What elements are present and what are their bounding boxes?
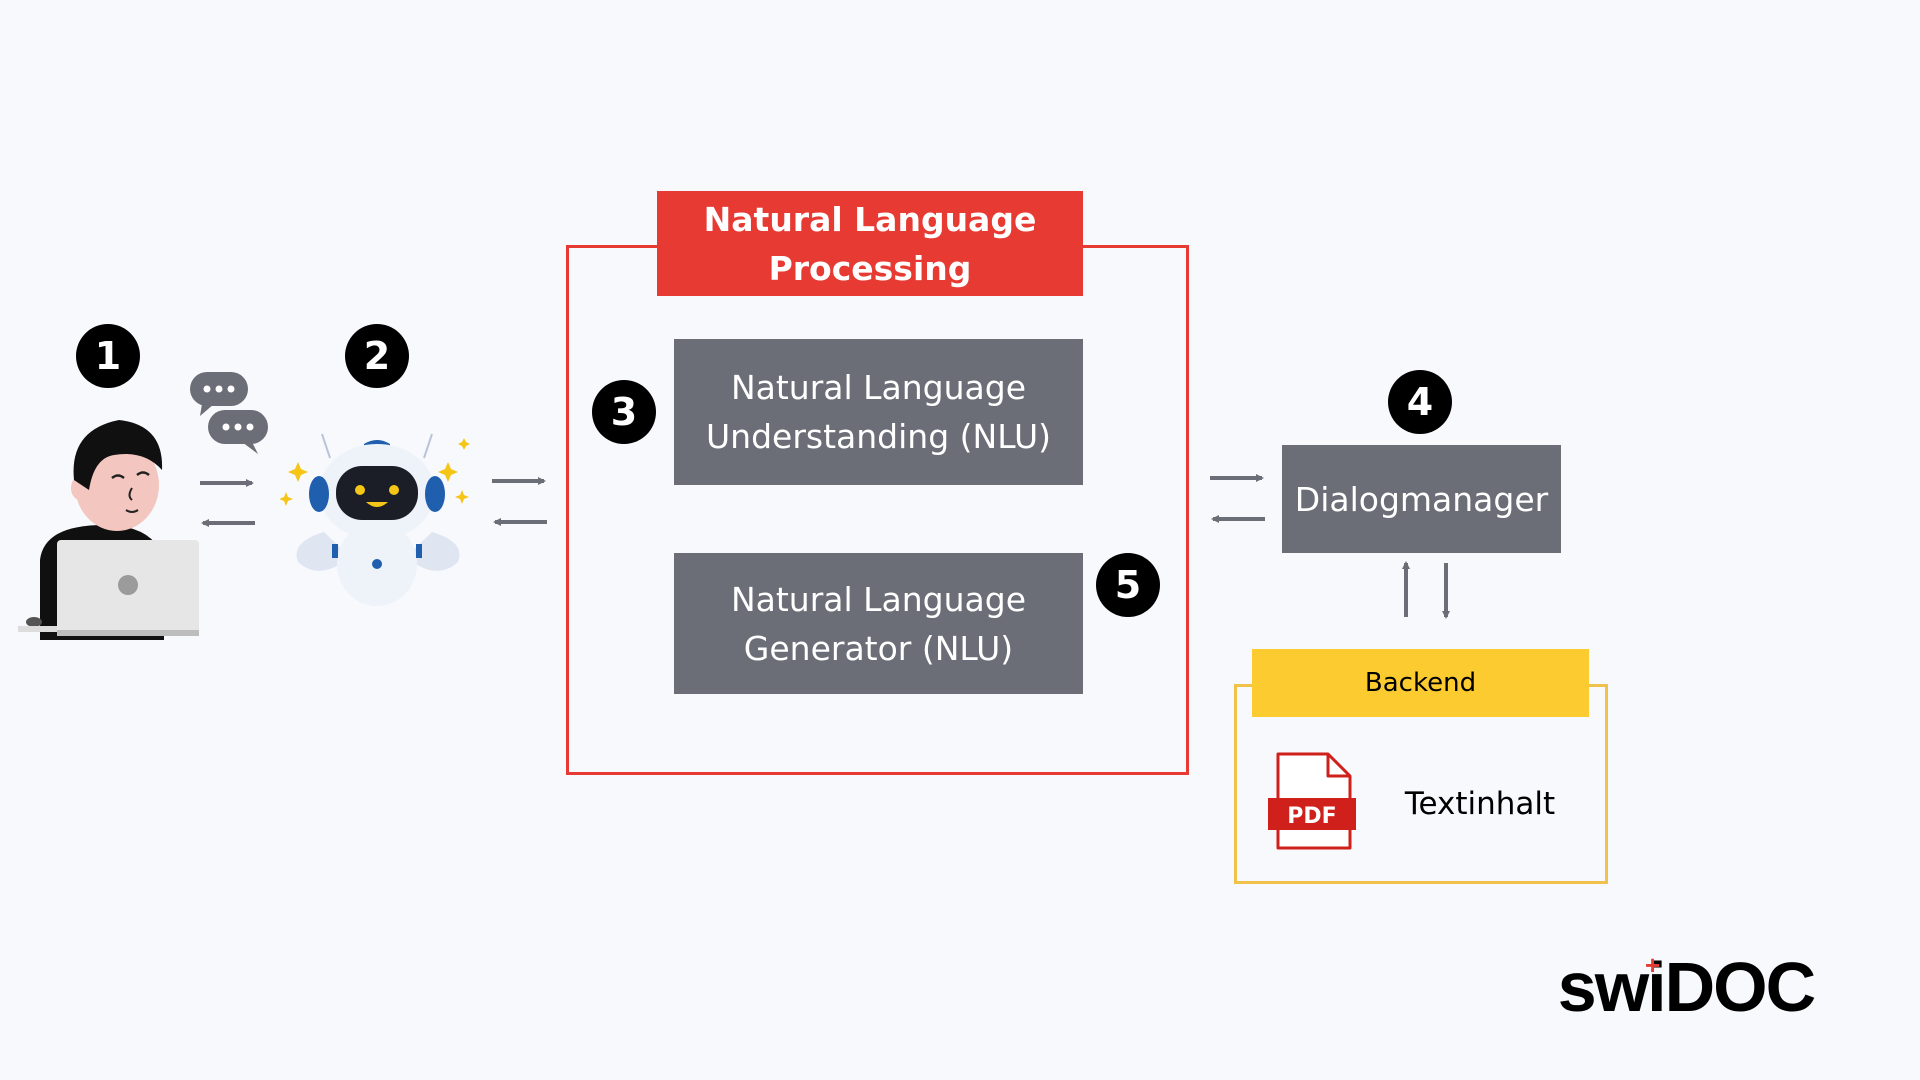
nlg-label-line1: Natural Language <box>730 579 1027 619</box>
nlg-box: Natural Language Generator (NLU) <box>674 553 1083 694</box>
nlu-label-line2: Understanding (NLU) <box>706 417 1051 456</box>
step-badge-5: 5 <box>1096 553 1160 617</box>
pdf-file-icon: PDF <box>1268 752 1356 850</box>
swidoc-logo: swiDOC <box>1557 948 1816 1026</box>
nlu-box: Natural Language Understanding (NLU) <box>674 339 1083 485</box>
step-badge-3: 3 <box>592 380 656 444</box>
step-badge-1: 1 <box>76 324 140 388</box>
nlp-title-line1: Natural Language <box>703 199 1037 239</box>
pdf-file-label: PDF <box>1287 804 1336 829</box>
nlp-title-line2: Processing <box>768 248 972 288</box>
backend-title: Backend <box>1252 649 1589 717</box>
person-at-laptop-icon <box>18 420 199 640</box>
step-badge-4: 4 <box>1388 370 1452 434</box>
nlp-title: Natural Language Processing <box>657 191 1083 296</box>
nlu-label-line1: Natural Language <box>730 368 1027 407</box>
textinhalt-label: Textinhalt <box>1404 786 1556 822</box>
dialogmanager-box: Dialogmanager <box>1282 445 1561 553</box>
chat-bubbles-icon <box>190 372 268 454</box>
logo-plus-icon: + <box>1645 950 1661 980</box>
step-badge-2: 2 <box>345 324 409 388</box>
chatbot-robot-icon <box>280 433 470 606</box>
nlg-label-line2: Generator (NLU) <box>743 628 1014 668</box>
